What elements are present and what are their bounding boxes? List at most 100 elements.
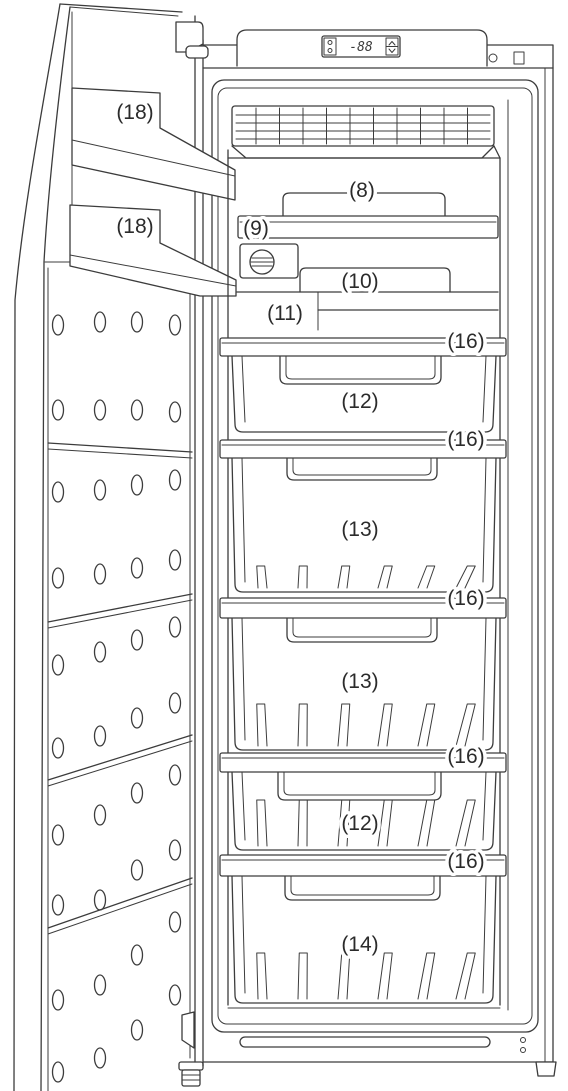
label-bin: (12) — [341, 812, 378, 835]
door-panel-dimple — [130, 944, 144, 966]
left-foot-screw — [181, 1069, 201, 1087]
freezer-drawer — [219, 752, 507, 851]
label-drawer-rail: (16) — [447, 850, 484, 873]
callout-labels: (18) (18) (8) (9) (10) (11) (16) (16) (1… — [113, 98, 488, 960]
drawer-floor-rib — [455, 799, 476, 847]
door-panel-divider — [47, 448, 193, 459]
hinge-pin — [185, 45, 209, 59]
drawer-body — [231, 875, 497, 1004]
label-drawer-rail: (16) — [447, 428, 484, 451]
door-panel-dimple — [93, 311, 107, 333]
door-panel-divider — [47, 442, 193, 453]
label-upper-drawer: (10) — [341, 270, 378, 293]
door-panel-dimple — [168, 469, 182, 491]
label-bin: (13) — [341, 518, 378, 541]
drawer-handle-cutout — [279, 355, 442, 385]
door-panel-dimple — [130, 474, 144, 496]
door-panel-dimple — [51, 894, 65, 916]
door-outer-edge — [13, 3, 61, 1091]
drawer-handle-inner — [290, 875, 435, 896]
door-panel-dimple — [130, 399, 144, 421]
freezer-drawer — [219, 337, 507, 433]
drawer-body — [231, 457, 497, 593]
inner-liner-inner — [217, 87, 533, 1025]
door-panel-dimple — [130, 311, 144, 333]
door-panel-divider — [47, 883, 193, 935]
grille-slats — [235, 107, 491, 145]
door-panel-dimple — [168, 764, 182, 786]
drawer-floor-rib — [297, 952, 308, 1000]
door-panel-dimple — [130, 1019, 144, 1041]
door-panel-dimple — [51, 481, 65, 503]
label-door-shelf-upper: (18) — [116, 101, 153, 124]
drawer-side-edge — [241, 771, 246, 841]
drawer-floor-rib — [377, 703, 393, 747]
freezer-drawers — [219, 337, 507, 1004]
door-panel-divider — [47, 877, 193, 929]
drawer-handle-inner — [292, 457, 432, 476]
drawer-handle-cutout — [277, 771, 442, 801]
door-panel-dimple — [51, 654, 65, 676]
drawer-floor-rib — [337, 703, 351, 747]
indicator-circle — [488, 53, 498, 63]
label-drawer-rail: (16) — [447, 745, 484, 768]
drawer-floor-rib — [455, 565, 476, 589]
door-shelf-lower — [69, 204, 237, 297]
drawer-handle-cutout — [284, 875, 441, 901]
door-shelf-upper — [71, 87, 236, 201]
control-panel: -88 — [236, 29, 525, 67]
door-panel-dimple — [168, 401, 182, 423]
bottom-vent-grille — [239, 1036, 491, 1048]
display-window — [321, 35, 401, 58]
drawer-floor-rib — [417, 565, 436, 589]
door-panel-dimple — [130, 859, 144, 881]
temperature-display: -88 — [349, 40, 373, 55]
drawer-floor-rib — [337, 565, 351, 589]
door-panel-dimple — [51, 1061, 65, 1083]
door-panel-divider — [47, 734, 193, 781]
drawer-floor-rib — [297, 565, 308, 589]
top-compartment-tray — [282, 192, 446, 217]
upper-compartment — [227, 99, 509, 1011]
right-inner-wall — [493, 145, 501, 1006]
door-panel-divider — [47, 599, 193, 629]
label-door-shelf-lower: (18) — [116, 215, 153, 238]
door-panel-dimple — [93, 725, 107, 747]
mode-symbol-dot — [327, 48, 333, 53]
drawer-floor-rib — [256, 799, 268, 847]
door-top-inner-edge — [69, 6, 179, 17]
door-panel-dimple — [51, 567, 65, 589]
label-bin: (13) — [341, 670, 378, 693]
door-panel-dimple — [51, 399, 65, 421]
door-panel-dimple — [93, 563, 107, 585]
door-panel-dimple — [93, 399, 107, 421]
drawer-floor-rib — [256, 565, 268, 589]
drawer-side-edge — [482, 875, 487, 994]
door-top-edge — [59, 3, 183, 13]
drawer-side-edge — [241, 617, 246, 741]
left-foot-cap — [178, 1061, 204, 1071]
upper-drawer-rim — [299, 267, 451, 293]
door-panel-dimple — [93, 641, 107, 663]
drawer-floor-rib — [297, 703, 308, 747]
drawer-handle-inner — [285, 355, 436, 380]
door-panel-dimple — [168, 616, 182, 638]
door-panel-dimple — [93, 479, 107, 501]
drawer-side-edge — [482, 771, 487, 841]
door-panel-dimple — [168, 839, 182, 861]
drawer-handle-inner — [292, 617, 432, 638]
inner-liner-outer — [211, 79, 539, 1033]
drawer-side-edge — [482, 457, 487, 583]
freezer-drawer — [219, 439, 507, 593]
freezer-drawer — [219, 854, 507, 1004]
door-panel-dimple — [51, 989, 65, 1011]
label-top-compartment: (8) — [349, 179, 375, 202]
drawer-side-edge — [482, 617, 487, 741]
label-drawer-rail: (16) — [447, 587, 484, 610]
drawer-handle-cutout — [286, 617, 438, 643]
freezer-drawer — [219, 597, 507, 751]
door — [13, 3, 237, 1091]
door-panel-dimple — [168, 314, 182, 336]
indicator-square — [513, 51, 525, 65]
door-shelf-lower-lip — [69, 254, 237, 287]
